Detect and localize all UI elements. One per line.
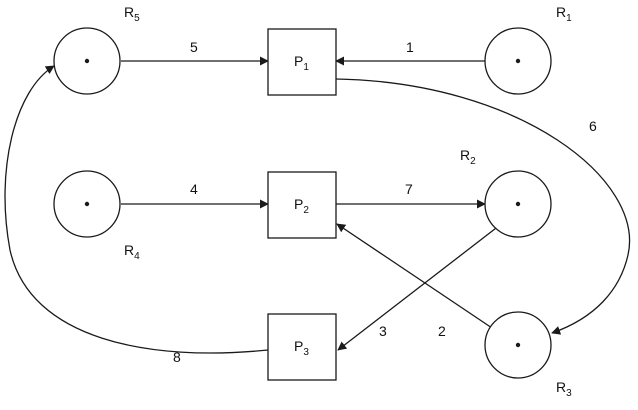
edge-label-7: 7 xyxy=(405,181,413,197)
process-nodes xyxy=(267,28,337,381)
resource-node-r4 xyxy=(53,170,121,238)
edge-label-4: 4 xyxy=(190,181,198,197)
edge-label-1: 1 xyxy=(406,39,414,55)
resource-node-r5 xyxy=(53,27,121,95)
edge-8-p3-to-r5 xyxy=(4,65,269,354)
edge-3-r2-to-p3 xyxy=(337,224,501,351)
resource-label-r2: R2 xyxy=(460,147,476,167)
process-box-p2 xyxy=(267,171,337,239)
resource-node-r1 xyxy=(484,27,552,95)
resource-labels: R5 R1 R2 R4 R3 xyxy=(124,4,572,399)
edge-label-2: 2 xyxy=(438,323,446,339)
edge-6-p1-to-r3 xyxy=(335,78,631,335)
resource-label-r5: R5 xyxy=(124,4,140,24)
process-box-p1 xyxy=(267,28,337,96)
resource-label-r1: R1 xyxy=(556,4,572,24)
process-label-p3: P3 xyxy=(294,338,309,358)
resource-node-r3 xyxy=(484,311,552,379)
token-dot xyxy=(515,201,521,207)
resource-node-r2 xyxy=(484,170,552,238)
process-labels: P1 P2 P3 xyxy=(294,53,309,358)
process-box-p3 xyxy=(267,313,337,381)
resource-nodes xyxy=(53,27,552,379)
resource-label-r4: R4 xyxy=(124,242,140,262)
resource-label-r3: R3 xyxy=(556,379,572,399)
edge-labels: 5 1 6 4 7 3 2 8 xyxy=(173,39,597,365)
edge-2-r3-to-p2 xyxy=(336,223,496,331)
edge-label-6: 6 xyxy=(589,118,597,134)
token-dot xyxy=(515,58,521,64)
edge-label-3: 3 xyxy=(379,323,387,339)
token-dot xyxy=(515,342,521,348)
token-dot xyxy=(84,201,90,207)
token-dot xyxy=(84,58,90,64)
edges xyxy=(4,56,631,354)
edge-label-8: 8 xyxy=(173,349,181,365)
edge-label-5: 5 xyxy=(190,39,198,55)
process-label-p1: P1 xyxy=(294,53,309,73)
process-label-p2: P2 xyxy=(294,196,309,216)
